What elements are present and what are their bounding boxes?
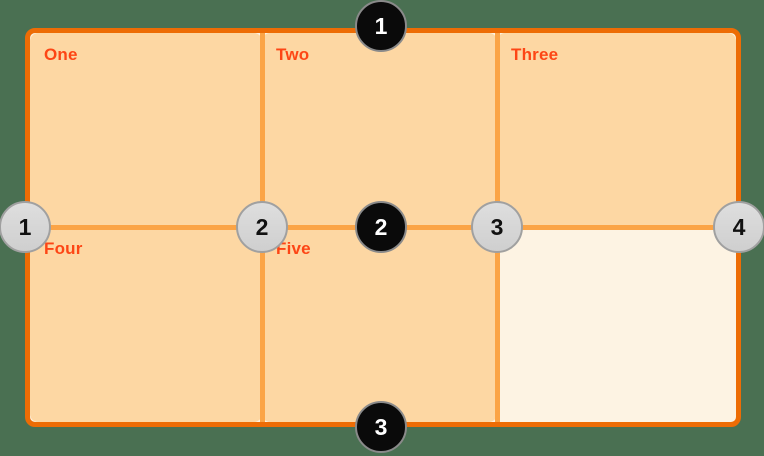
row-line-number-2: 2 [374, 213, 388, 240]
cell-label-one: One [44, 45, 78, 64]
column-line-marker-1: 1 [0, 201, 51, 253]
column-line-number-2: 2 [255, 213, 269, 240]
row-line-marker-2: 2 [355, 201, 407, 253]
column-line-marker-3: 3 [471, 201, 523, 253]
row-line-number-3: 3 [374, 413, 388, 440]
column-line-marker-4: 4 [713, 201, 764, 253]
grid-cell-two: Two [262, 33, 497, 227]
grid-cell-three: Three [497, 33, 736, 227]
column-line-number-1: 1 [18, 213, 32, 240]
grid-container: One Two Three Four Five [25, 28, 741, 427]
row-line-number-1: 1 [374, 12, 388, 39]
cell-label-five: Five [276, 239, 311, 258]
grid-cell-five: Five [262, 227, 497, 422]
row-line-marker-1: 1 [355, 0, 407, 52]
grid-cell-one: One [30, 33, 262, 227]
row-line-marker-3: 3 [355, 401, 407, 453]
grid-cell-four: Four [30, 227, 262, 422]
cell-label-two: Two [276, 45, 310, 64]
cell-label-four: Four [44, 239, 83, 258]
cell-label-three: Three [511, 45, 559, 64]
column-line-marker-2: 2 [236, 201, 288, 253]
column-line-number-3: 3 [490, 213, 504, 240]
column-line-number-4: 4 [732, 213, 746, 240]
